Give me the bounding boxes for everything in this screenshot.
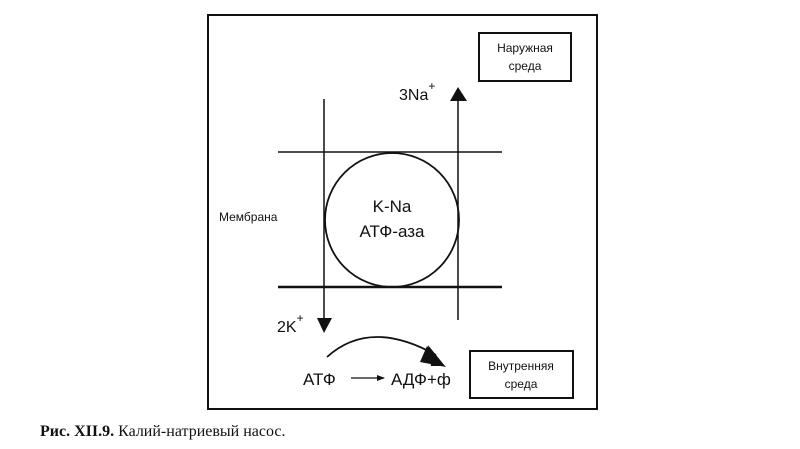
products-label: АДФ+ф xyxy=(391,370,451,389)
enzyme-label-2: АТФ-аза xyxy=(360,222,425,241)
enzyme-circle xyxy=(324,152,460,288)
membrane-label: Мембрана xyxy=(219,210,278,224)
inner-environment-label-1: Внутренняя xyxy=(488,359,554,373)
energy-curved-arrow xyxy=(326,336,437,358)
outer-environment-label-2: среда xyxy=(509,59,542,73)
potassium-arrowhead-icon xyxy=(317,318,332,333)
inner-environment-box: Внутренняя среда xyxy=(469,350,574,399)
figure-number: Рис. XII.9. xyxy=(40,423,115,440)
figure-caption: Рис. XII.9. Калий-натриевый насос. xyxy=(40,423,285,441)
sodium-label: 3Na+ xyxy=(399,79,435,104)
sodium-arrowhead-icon xyxy=(450,87,467,101)
figure-title: Калий-натриевый насос. xyxy=(118,423,286,440)
inner-environment-label-2: среда xyxy=(505,377,538,391)
outer-environment-box: Наружная среда xyxy=(478,32,572,82)
atp-label: АТФ xyxy=(303,370,336,389)
curved-arrowhead-icon xyxy=(420,345,446,367)
diagram-frame xyxy=(207,14,598,410)
outer-environment-label-1: Наружная xyxy=(497,41,553,55)
enzyme-label-1: K-Na xyxy=(373,197,412,216)
potassium-label: 2K+ xyxy=(277,311,304,336)
